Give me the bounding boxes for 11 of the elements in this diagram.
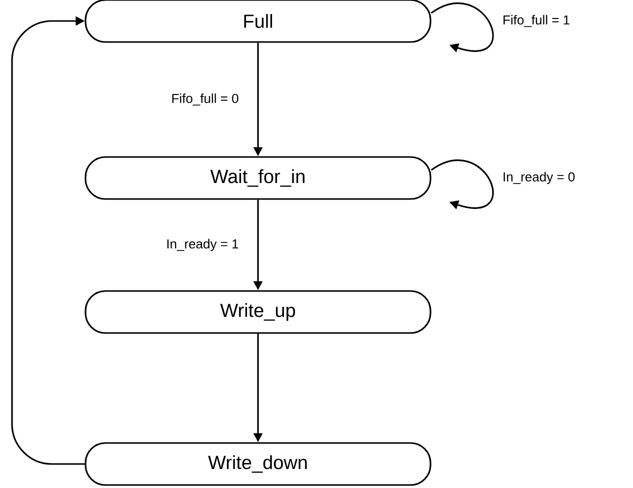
state-box: Write_up <box>84 290 432 334</box>
state-box: Write_down <box>84 442 432 486</box>
arrow <box>430 160 494 210</box>
arrow <box>430 2 494 52</box>
edge-label: Fifo_full = 0 <box>170 92 240 106</box>
state-box: Full <box>84 0 432 43</box>
arrow <box>11 16 85 465</box>
state-box: Wait_for_in <box>84 156 432 200</box>
edge-label: In_ready = 0 <box>502 170 576 186</box>
edge-label: In_ready = 1 <box>165 238 240 252</box>
edge-label: Fifo_full = 1 <box>502 14 572 28</box>
